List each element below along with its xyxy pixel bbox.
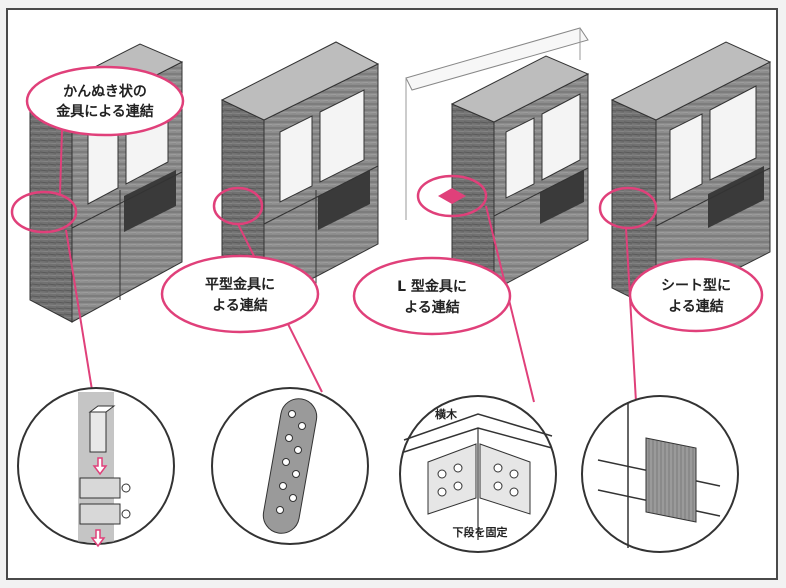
callout-sheet: シート型に よる連結	[628, 257, 764, 333]
beam	[405, 27, 589, 91]
flat-plate	[262, 398, 318, 534]
callout-flat-line2: よる連結	[212, 297, 268, 314]
lshape-bracket-marker	[438, 188, 466, 204]
callout-sheet-line1: シート型に	[661, 277, 731, 294]
highlight-lshape	[416, 174, 488, 218]
connector-sheet	[625, 227, 637, 403]
arrow-down-icon	[90, 529, 106, 548]
bolt-part	[89, 411, 107, 453]
screw-hole-icon	[437, 463, 519, 497]
callout-lshape: L 型金具に よる連結	[352, 256, 512, 336]
highlight-sheet	[598, 186, 658, 230]
l-bracket-left	[427, 443, 477, 515]
lshape-top-label: 横木	[435, 407, 458, 421]
screw-hole-icon	[276, 410, 306, 514]
cabinet-2-top	[220, 41, 380, 121]
callout-kannuki: かんぬき状の 金具による連結	[25, 65, 185, 137]
callout-lshape-line2: よる連結	[404, 299, 460, 316]
cabinet-1-side	[29, 99, 73, 323]
callout-lshape-line1: L 型金具に	[397, 278, 467, 295]
callout-flat: 平型金具に よる連結	[160, 254, 320, 334]
detail-sheet	[581, 395, 739, 553]
cabinet-3	[405, 27, 590, 291]
callout-kannuki-line1: かんぬき状の	[63, 83, 147, 100]
detail-flat	[211, 387, 369, 545]
l-bracket-right	[479, 443, 531, 515]
connector-lshape	[485, 205, 535, 403]
connection-sheet	[645, 437, 697, 523]
callout-flat-line1: 平型金具に	[205, 276, 275, 293]
cabinet-4	[610, 41, 772, 311]
arrow-down-icon	[92, 457, 108, 476]
highlight-kannuki	[10, 190, 78, 234]
callout-sheet-line2: よる連結	[668, 298, 724, 315]
lshape-bottom-label: 下段を固定	[453, 525, 508, 539]
detail-kannuki	[17, 387, 175, 548]
callout-kannuki-line2: 金具による連結	[55, 103, 154, 120]
cabinet-1-counter	[124, 170, 176, 232]
connector-kannuki	[65, 229, 93, 391]
detail-lshape: 横木 下段を固定	[399, 395, 557, 553]
